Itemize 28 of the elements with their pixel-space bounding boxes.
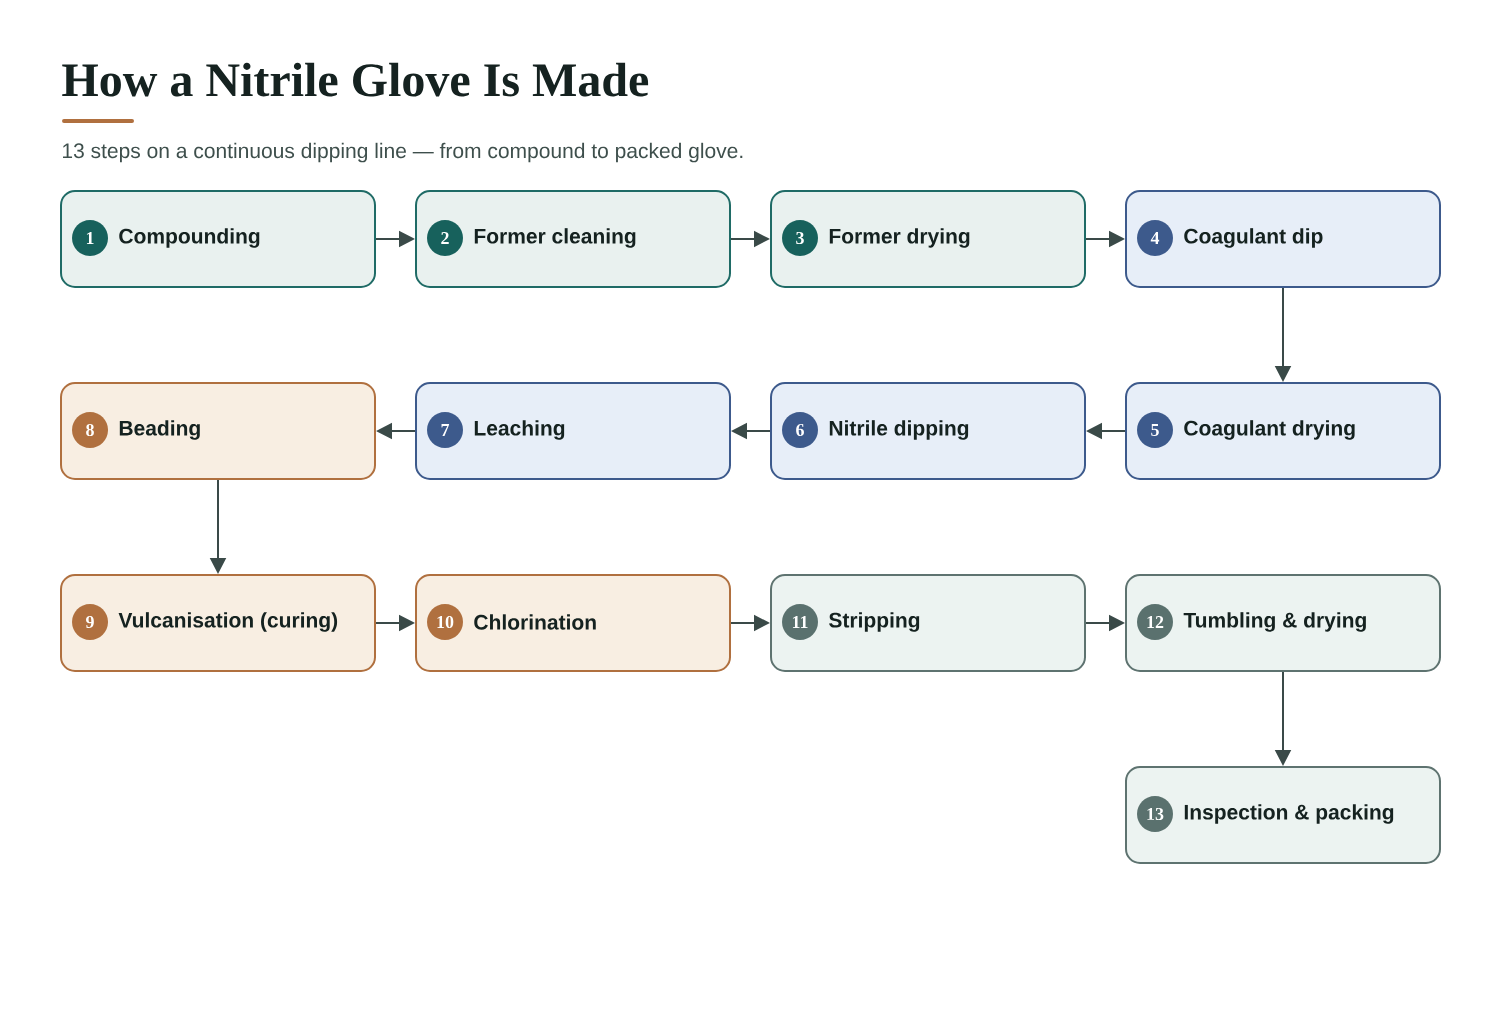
step-label: Compounding [119, 228, 260, 248]
number-badge: 9 [72, 604, 108, 640]
number-badge: 13 [1137, 796, 1173, 832]
title: How a Nitrile Glove Is Made [62, 62, 649, 97]
number-badge: 5 [1137, 412, 1173, 448]
number-badge: 4 [1137, 220, 1173, 256]
number-badge: 3 [782, 220, 818, 256]
number-badge: 10 [427, 604, 463, 640]
number-badge: 11 [782, 604, 818, 640]
step-label: Leaching [474, 420, 565, 440]
step-label: Chlorination [474, 614, 596, 630]
step-label: Inspection & packing [1184, 804, 1394, 824]
number-badge: 12 [1137, 604, 1173, 640]
number-badge: 1 [72, 220, 108, 256]
step-label: Coagulant drying [1184, 420, 1355, 440]
step-label: Beading [119, 420, 200, 440]
step-label: Stripping [829, 612, 920, 632]
step-label: Former drying [829, 228, 970, 248]
step-label: Nitrile dipping [829, 420, 969, 440]
number-badge: 7 [427, 412, 463, 448]
step-label: Vulcanisation (curing) [118, 612, 338, 632]
number-badge: 8 [72, 412, 108, 448]
number-badge: 2 [427, 220, 463, 256]
step-label: Former cleaning [474, 228, 636, 248]
step-label: Coagulant dip [1184, 228, 1323, 248]
step-label: Tumbling & drying [1183, 612, 1366, 632]
number-badge: 6 [782, 412, 818, 448]
subtitle: 13 steps on a continuous dipping line — from compound to packed glove. [63, 142, 743, 163]
